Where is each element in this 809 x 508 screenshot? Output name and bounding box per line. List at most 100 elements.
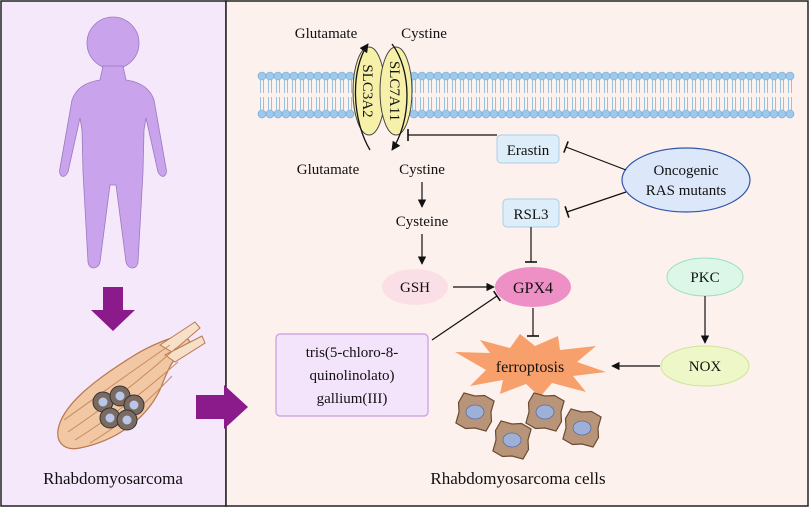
lipid-head <box>345 71 355 81</box>
tumor-nucleus <box>105 413 115 423</box>
lipid-head <box>737 109 747 119</box>
dying-cells <box>455 392 602 460</box>
lipid-tail <box>588 97 592 110</box>
lipid-tail <box>332 97 336 110</box>
nox-node: NOX <box>660 345 750 387</box>
lipid-head <box>257 109 267 119</box>
right-panel-caption: Rhabdomyosarcoma cells <box>430 469 605 488</box>
lipid-head <box>529 109 539 119</box>
lipid-head <box>689 109 699 119</box>
gallium-compound-node: tris(5-chloro-8- quinolinolato) gallium(… <box>275 333 429 417</box>
glutamate-inside-label: Glutamate <box>297 162 360 178</box>
tumor-nucleus <box>98 397 108 407</box>
lipid-head <box>457 71 467 81</box>
lipid-tail <box>764 97 768 110</box>
lipid-head <box>561 71 571 81</box>
lipid-tail <box>428 97 432 110</box>
lipid-tail <box>300 97 304 110</box>
lipid-tail <box>596 97 600 110</box>
lipid-head <box>513 109 523 119</box>
lipid-tail <box>340 97 344 110</box>
lipid-head <box>729 109 739 119</box>
lipid-head <box>537 71 547 81</box>
muscle-tissue-icon <box>57 321 206 450</box>
lipid-head <box>609 109 619 119</box>
erastin-label: Erastin <box>507 143 550 159</box>
lipid-tail <box>756 97 760 110</box>
lipid-head <box>297 71 307 81</box>
lipid-tail <box>348 97 352 110</box>
gpx4-ellipse <box>495 267 571 307</box>
tumor-nucleus <box>122 415 132 425</box>
lipid-head <box>457 109 467 119</box>
lipid-head <box>785 109 795 119</box>
lipid-tail <box>452 97 456 110</box>
lipid-head <box>265 109 275 119</box>
lipid-tail <box>724 80 728 93</box>
lipid-tail <box>324 97 328 110</box>
lipid-head <box>713 71 723 81</box>
lipid-tail <box>580 80 584 93</box>
cystine-inside-label: Cystine <box>399 162 445 178</box>
lipid-tail <box>268 97 272 110</box>
lipid-tail <box>420 97 424 110</box>
lipid-head <box>593 109 603 119</box>
pkc-node: PKC <box>666 257 744 297</box>
gpx4-label: GPX4 <box>513 280 553 297</box>
lipid-head <box>761 71 771 81</box>
lipid-head <box>649 71 659 81</box>
child-silhouette-icon <box>59 16 167 269</box>
lipid-head <box>545 109 555 119</box>
lipid-tail <box>508 80 512 93</box>
lipid-tail <box>748 97 752 110</box>
lipid-tail <box>500 97 504 110</box>
lipid-head <box>425 71 435 81</box>
cystine-outside-label: Cystine <box>401 26 447 42</box>
lipid-tail <box>412 97 416 110</box>
lipid-head <box>265 71 275 81</box>
pkc-label: PKC <box>690 270 719 286</box>
lipid-head <box>449 109 459 119</box>
lipid-head <box>337 109 347 119</box>
lipid-head <box>689 71 699 81</box>
lipid-tail <box>316 97 320 110</box>
lipid-head <box>497 71 507 81</box>
lipid-tail <box>308 80 312 93</box>
lipid-head <box>289 109 299 119</box>
dying-cell-nucleus <box>572 420 592 436</box>
lipid-head <box>601 109 611 119</box>
lipid-tail <box>260 97 264 110</box>
ferroptosis-label: ferroptosis <box>496 359 564 376</box>
lipid-tail <box>532 97 536 110</box>
lipid-head <box>697 109 707 119</box>
lipid-tail <box>644 97 648 110</box>
nox-label: NOX <box>689 359 722 375</box>
lipid-tail <box>292 80 296 93</box>
right-arrow-icon <box>196 385 248 429</box>
lipid-head <box>769 71 779 81</box>
lipid-tail <box>508 97 512 110</box>
lipid-tail <box>444 97 448 110</box>
lipid-tail <box>620 80 624 93</box>
lipid-tail <box>564 97 568 110</box>
lipid-head <box>521 71 531 81</box>
lipid-head <box>665 71 675 81</box>
lipid-head <box>313 71 323 81</box>
lipid-head <box>681 71 691 81</box>
lipid-head <box>721 109 731 119</box>
oncogenic-ras-node: Oncogenic RAS mutants <box>621 147 751 213</box>
lipid-tail <box>540 97 544 110</box>
lipid-tail <box>580 97 584 110</box>
lipid-head <box>281 71 291 81</box>
ras-inhibits-erastin <box>563 141 627 171</box>
lipid-tail <box>652 80 656 93</box>
lipid-tail <box>476 97 480 110</box>
ras-label-line1: Oncogenic <box>654 163 719 179</box>
lipid-tail <box>548 97 552 110</box>
down-arrow-icon <box>91 287 135 331</box>
lipid-tail <box>772 97 776 110</box>
lipid-tail <box>732 97 736 110</box>
lipid-tail <box>684 80 688 93</box>
ras-label-line2: RAS mutants <box>646 183 727 199</box>
lipid-head <box>633 71 643 81</box>
